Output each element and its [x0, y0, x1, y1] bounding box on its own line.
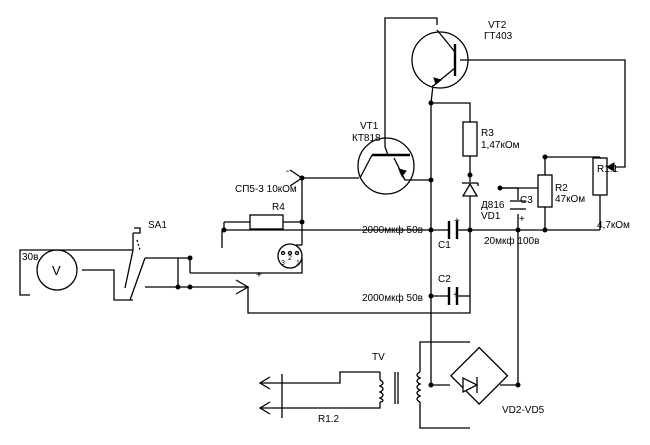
vd1-ref: VD1	[481, 211, 501, 222]
c1-plus: +	[454, 216, 460, 227]
vt2-ref: VT2	[488, 20, 507, 31]
wires	[19, 17, 626, 429]
capacitor-c1: + C1 2000мкф 50в	[362, 216, 460, 251]
c3-value: 20мкф 100в	[484, 235, 539, 247]
c2-plus: +	[453, 290, 459, 301]
pot-pin-2: 2	[288, 255, 292, 262]
vd1-value: Д816	[481, 200, 505, 211]
r1-2-ref: R1.2	[318, 414, 340, 425]
out-minus: -	[286, 166, 289, 177]
zener-vd1: Д816 VD1	[461, 182, 505, 222]
voltmeter: V 30в	[22, 249, 78, 291]
tv-ref: TV	[372, 352, 385, 363]
pot-pin-1: 1	[296, 260, 300, 267]
voltmeter-symbol: V	[52, 263, 61, 278]
r2-ref: R2	[555, 183, 568, 194]
resistor-r3: R3 1,47кОм	[462, 121, 520, 157]
vt1-ref: VT1	[360, 121, 379, 132]
resistor-r4: R4 СП5-3 10кОм	[235, 184, 297, 230]
transformer-tv: TV	[372, 352, 422, 404]
c3-plus: +	[519, 214, 525, 225]
output-terminals: - +	[235, 166, 304, 295]
r2-value: 47кОм	[555, 194, 585, 205]
c1-value: 2000мкф 50в	[362, 224, 423, 236]
c1-ref: C1	[438, 240, 451, 251]
out-plus: +	[256, 270, 262, 281]
r4-ref: R4	[272, 202, 285, 213]
potentiometer-r1-1: R1.1 4,7кОм	[592, 157, 630, 231]
r4-value: СП5-3 10кОм	[235, 184, 297, 195]
resistor-r2: R2 47кОм	[537, 174, 585, 208]
vt1-value: КТ818	[352, 133, 381, 144]
pot-pin-3: 3	[281, 260, 285, 267]
bridge-ref: VD2-VD5	[502, 405, 545, 416]
r1-1-ref: R1.1	[597, 164, 619, 175]
junction-dots	[175, 100, 548, 388]
r3-ref: R3	[481, 128, 494, 139]
vt2-value: ГТ403	[484, 31, 513, 42]
sa1-ref: SA1	[148, 220, 167, 231]
transistor-vt1: VT1 КТ818	[352, 121, 415, 195]
c2-value: 2000мкф 50в	[362, 292, 423, 304]
voltmeter-range: 30в	[22, 252, 38, 263]
r3-value: 1,47кОм	[481, 140, 520, 151]
mains-plug: R1.2	[258, 374, 340, 425]
capacitor-c3: C3 + 20мкф 100в	[484, 195, 539, 247]
diode-bridge: VD2-VD5	[449, 346, 545, 416]
c2-ref: C2	[438, 274, 451, 285]
capacitor-c2: + C2 2000мкф 50в	[362, 274, 459, 305]
pot-connector: 3 2 1	[277, 243, 303, 269]
c3-ref: C3	[520, 195, 533, 206]
r1-1-value: 4,7кОм	[597, 220, 630, 231]
transistor-vt2: VT2 ГТ403	[411, 20, 513, 89]
switch-sa1: SA1	[124, 220, 167, 301]
